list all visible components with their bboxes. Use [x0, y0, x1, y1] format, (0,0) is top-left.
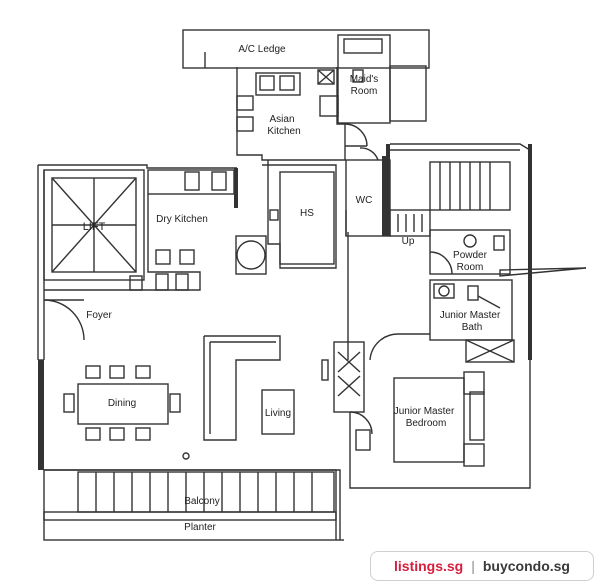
dry-kitchen-label: Dry Kitchen: [156, 214, 208, 225]
junior-master-bedroom-label-2: Bedroom: [406, 418, 447, 429]
hs-room: [279, 171, 335, 265]
junior-master-bath-label: Junior Master: [440, 310, 501, 321]
junior-master-bath-label-2: Bath: [462, 322, 483, 333]
up-label: Up: [402, 236, 415, 247]
asian-kitchen-label: Asian: [269, 114, 294, 125]
dining-label: Dining: [108, 398, 136, 409]
ac-ledge-area: [182, 29, 430, 69]
planter-label: Planter: [184, 522, 216, 533]
watermark-separator: |: [471, 558, 475, 574]
watermark-badge: listings.sg | buycondo.sg: [370, 551, 594, 581]
maids-room-label-2: Room: [351, 86, 378, 97]
foyer-label: Foyer: [86, 310, 112, 321]
hs-label: HS: [300, 208, 314, 219]
sofa: [203, 335, 281, 441]
maids-room-label: Maid's: [350, 74, 379, 85]
wc-label: WC: [356, 195, 373, 206]
asian-kitchen-area: [236, 67, 346, 161]
dining-table: [77, 383, 169, 425]
junior-master-bedroom-area: [393, 377, 465, 463]
balcony-label: Balcony: [184, 496, 220, 507]
lift-label: LIFT: [83, 221, 106, 233]
powder-room-label: Powder: [453, 250, 488, 261]
watermark-buycondo: buycondo.sg: [482, 558, 570, 574]
watermark-listings: listings.sg: [394, 558, 464, 574]
asian-kitchen-label-2: Kitchen: [267, 126, 300, 137]
living-label: Living: [265, 408, 291, 419]
junior-master-bedroom-label: Junior Master: [394, 406, 455, 417]
ac-ledge-label: A/C Ledge: [238, 44, 286, 55]
powder-room-label-2: Room: [457, 262, 484, 273]
balcony-area: [43, 469, 337, 521]
lift-shaft: [43, 169, 145, 281]
planter-area: [43, 511, 337, 541]
